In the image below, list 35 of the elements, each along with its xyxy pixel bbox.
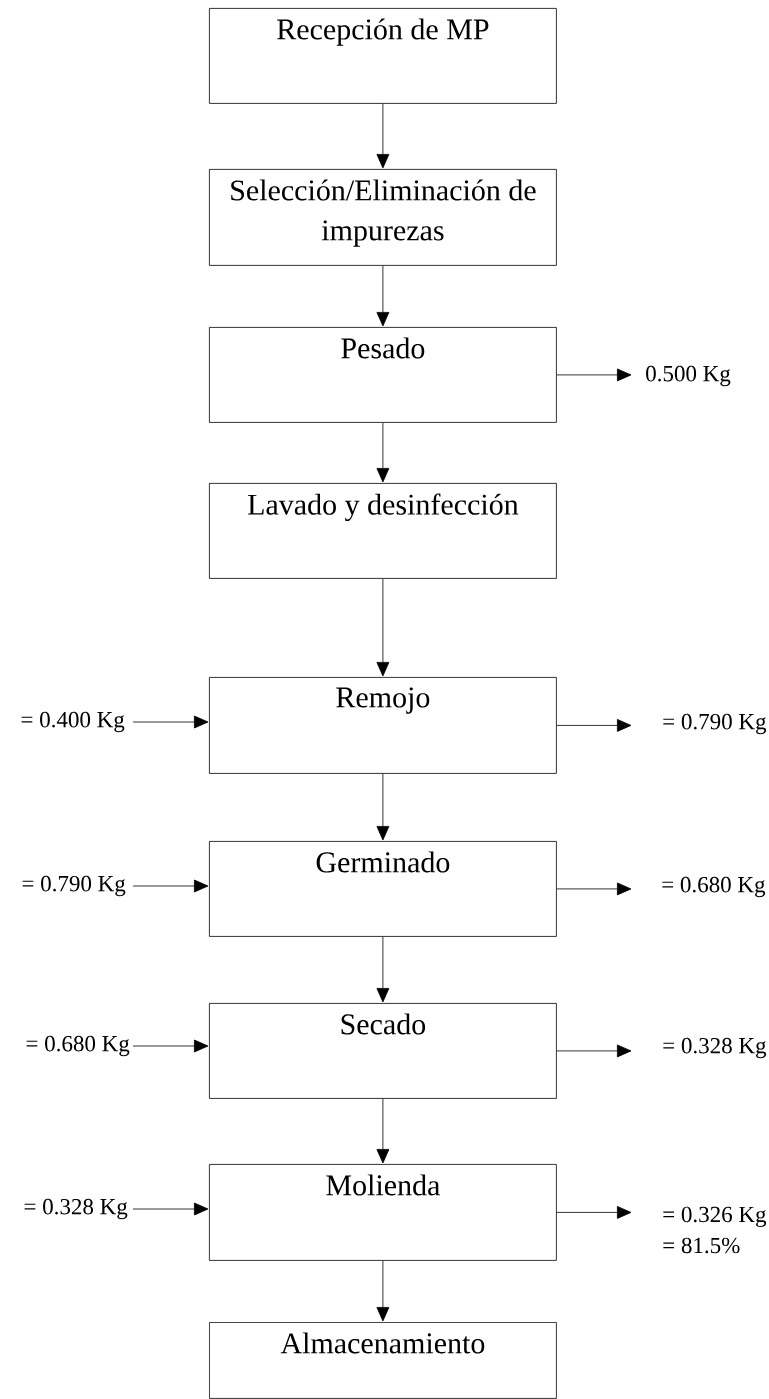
process-box: Selección/Eliminación de impurezas	[209, 169, 557, 266]
arrow	[556, 1044, 632, 1058]
arrow	[376, 422, 390, 483]
arrow	[132, 715, 209, 729]
mass-label: = 0.790 Kg	[663, 713, 767, 735]
mass-label: = 0.400 Kg	[21, 711, 125, 733]
arrow	[556, 1206, 632, 1219]
process-box: Germinado	[209, 841, 557, 937]
mass-label: = 0.328 Kg	[24, 1198, 128, 1220]
process-box: Secado	[209, 1003, 557, 1099]
arrow	[376, 1098, 390, 1164]
arrow	[556, 368, 632, 382]
mass-label: 0.500 Kg	[646, 365, 731, 387]
process-box: Molienda	[209, 1164, 557, 1261]
process-box: Almacenamiento	[209, 1322, 557, 1399]
arrow	[376, 936, 390, 1003]
arrow	[556, 719, 632, 732]
mass-label: = 0.326 Kg = 81.5%	[663, 1206, 767, 1254]
mass-label: = 0.680 Kg	[26, 1035, 130, 1057]
mass-label: = 0.680 Kg	[662, 876, 766, 898]
process-box: Recepción de MP	[209, 8, 557, 104]
arrow	[376, 773, 390, 841]
arrow	[132, 879, 209, 893]
mass-label: = 0.328 Kg	[663, 1037, 767, 1059]
arrow	[556, 882, 632, 896]
arrow	[376, 265, 390, 327]
arrow	[376, 103, 390, 169]
process-box: Remojo	[209, 677, 557, 774]
mass-label: = 0.790 Kg	[22, 875, 126, 897]
arrow	[132, 1202, 209, 1216]
arrow	[376, 1260, 390, 1322]
arrow	[132, 1039, 209, 1053]
process-box: Lavado y desinfección	[209, 483, 557, 579]
arrow	[376, 578, 390, 677]
process-box: Pesado	[209, 327, 557, 423]
